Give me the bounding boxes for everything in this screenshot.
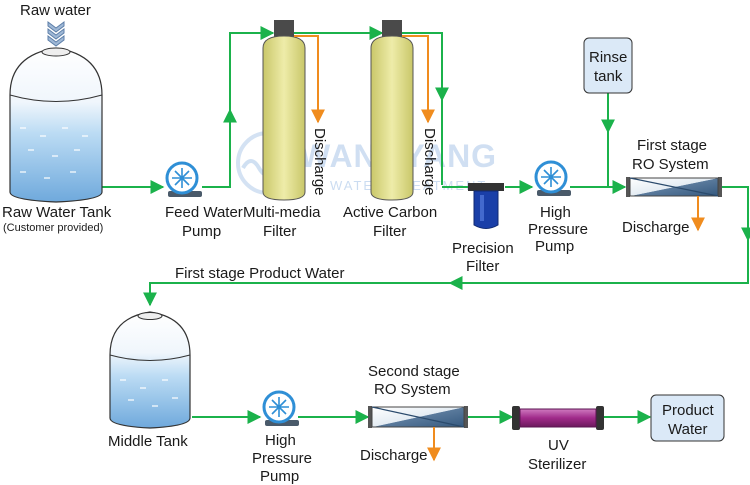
feed-pump-label-2: Pump: [182, 223, 221, 240]
ro2-discharge-label: Discharge: [360, 447, 428, 464]
raw-water-label: Raw water: [20, 2, 91, 19]
hp2-label-3: Pump: [260, 468, 299, 485]
ro2-label-1: Second stage: [368, 363, 460, 380]
hp1-label-2: Pressure: [528, 221, 588, 238]
rinse-tank: Rinse tank: [583, 37, 633, 94]
uv-label-1: UV: [548, 437, 569, 454]
precision-label-2: Filter: [466, 258, 499, 275]
high-pressure-pump-1: High Pressure Pump: [528, 160, 588, 255]
ro2-label-2: RO System: [374, 381, 451, 398]
hp2-label-1: High: [265, 432, 296, 449]
first-product-label: First stage Product Water: [175, 265, 345, 282]
pipe-first-product: [143, 186, 749, 307]
multi-media-filter: Discharge Multi-media Filter: [243, 20, 328, 240]
hp1-label-1: High: [540, 204, 571, 221]
middle-tank-label: Middle Tank: [108, 433, 188, 450]
product-label-1: Product: [662, 402, 715, 419]
raw-water-chevron-icon: [47, 21, 65, 47]
pipe-acf-down: [402, 32, 443, 185]
pipes: [100, 26, 750, 424]
feed-pump-label-1: Feed Water: [165, 204, 243, 221]
hp1-label-3: Pump: [535, 238, 574, 255]
acf-label-1: Active Carbon: [343, 204, 437, 221]
acf-discharge-label: Discharge: [421, 128, 438, 196]
feed-water-pump: Feed Water Pump: [165, 161, 243, 240]
precision-filter: Precision Filter: [452, 183, 514, 275]
uv-sterilizer: UV Sterilizer: [512, 406, 604, 473]
ro1-discharge-label: Discharge: [622, 219, 690, 236]
mmf-discharge-label: Discharge: [311, 128, 328, 196]
active-carbon-filter: Discharge Active Carbon Filter: [343, 20, 438, 240]
raw-water-tank-label: Raw Water Tank: [2, 204, 112, 221]
second-stage-ro: Second stage RO System Discharge: [360, 363, 468, 464]
precision-label-1: Precision: [452, 240, 514, 257]
raw-water-inlet: Raw water: [20, 2, 91, 47]
acf-label-2: Filter: [373, 223, 406, 240]
customer-provided-label: (Customer provided): [3, 222, 103, 234]
ro1-label-1: First stage: [637, 137, 707, 154]
mmf-label-2: Filter: [263, 223, 296, 240]
middle-tank: Middle Tank: [108, 311, 191, 450]
mmf-label-1: Multi-media: [243, 204, 321, 221]
raw-water-tank: Raw Water Tank (Customer provided): [2, 47, 112, 234]
rinse-tank-label-1: Rinse: [589, 49, 627, 66]
uv-label-2: Sterilizer: [528, 456, 586, 473]
product-water: Product Water: [650, 394, 725, 442]
rinse-tank-label-2: tank: [594, 68, 623, 85]
product-label-2: Water: [668, 421, 707, 438]
ro1-label-2: RO System: [632, 156, 709, 173]
hp2-label-2: Pressure: [252, 450, 312, 467]
high-pressure-pump-2: High Pressure Pump: [252, 390, 312, 485]
first-stage-ro: First stage RO System Discharge: [622, 137, 722, 236]
